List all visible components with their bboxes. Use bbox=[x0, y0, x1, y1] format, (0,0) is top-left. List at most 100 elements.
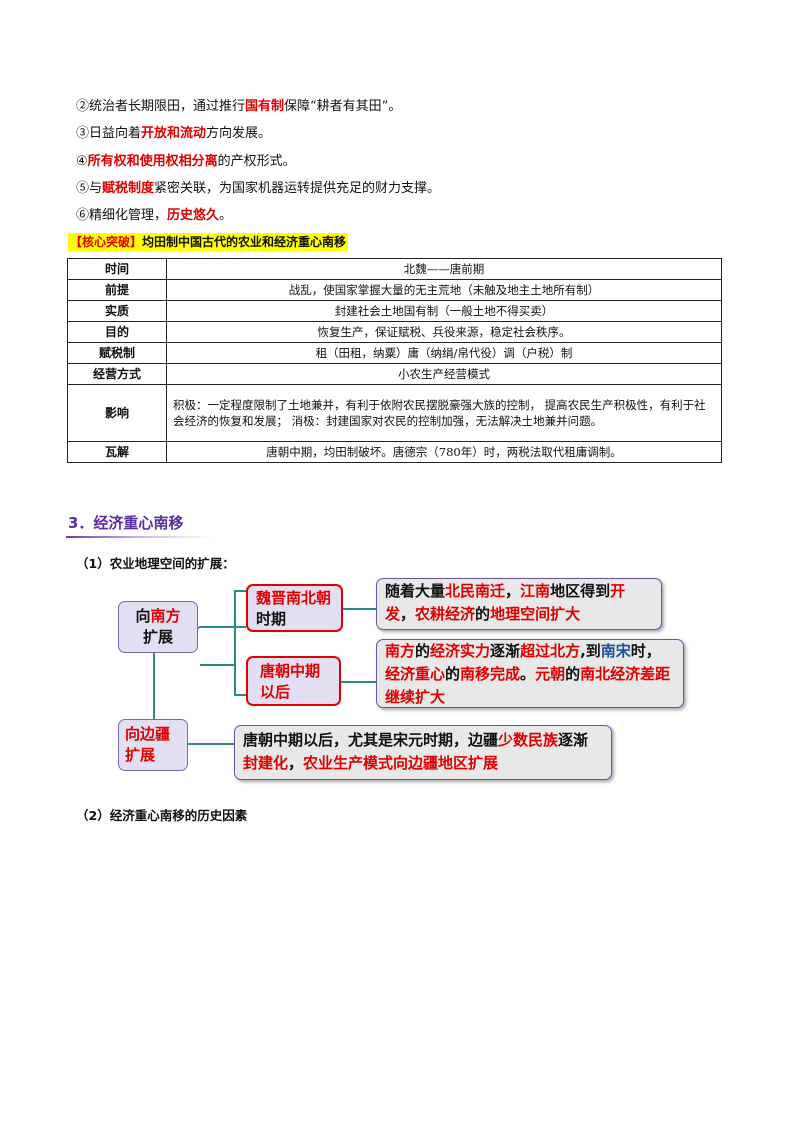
text-run: 随着大量 bbox=[385, 582, 446, 600]
row-value: 唐朝中期，均田制破坏。唐德宗（780年）时，两税法取代租庸调制。 bbox=[166, 441, 722, 463]
text-run: 。 bbox=[520, 665, 536, 683]
text-run: 地区得到 bbox=[550, 582, 611, 600]
connector bbox=[341, 681, 376, 683]
row-value: 小农生产经营模式 bbox=[166, 363, 722, 385]
section-3-underline bbox=[66, 536, 214, 538]
table-row: 瓦解唐朝中期，均田制破坏。唐德宗（780年）时，两税法取代租庸调制。 bbox=[67, 441, 722, 463]
text-run: 的 bbox=[565, 665, 581, 683]
connector bbox=[234, 590, 246, 592]
intro-line-6: ⑥精细化管理，历史悠久。 bbox=[76, 207, 232, 225]
row-key: 经营方式 bbox=[67, 363, 167, 385]
highlight-text: 南方 bbox=[150, 607, 181, 625]
text-run: 保障“耕者有其田”。 bbox=[284, 99, 402, 114]
row-value: 积极：一定程度限制了土地兼并，有利于依附农民摆脱豪强大族的控制， 提高农民生产积… bbox=[166, 384, 722, 442]
highlight-text: 所有权和使用权相分离 bbox=[87, 154, 218, 169]
table-row: 实质封建社会土地国有制（一般土地不得买卖） bbox=[67, 300, 722, 322]
highlight-text: 唐朝中期以后 bbox=[260, 662, 321, 701]
highlight-text: 经济重心 bbox=[385, 665, 446, 683]
highlight-text: 封建化 bbox=[243, 754, 289, 772]
tang-period-box: 唐朝中期以后 bbox=[246, 656, 341, 706]
text-run: ， bbox=[505, 582, 521, 600]
text-run: 的 bbox=[415, 642, 431, 660]
subsection-1-title: （1）农业地理空间的扩展： bbox=[76, 556, 235, 571]
connector bbox=[234, 694, 246, 696]
highlight-text: 地理空间扩大 bbox=[490, 605, 581, 623]
text-run: 的 bbox=[475, 605, 491, 623]
row-key: 时间 bbox=[67, 258, 167, 280]
text-run: 时期 bbox=[256, 610, 287, 628]
highlight-text: 向边疆扩展 bbox=[125, 725, 171, 764]
weijin-description-text: 随着大量北民南迁，江南地区得到开发，农耕经济的地理空间扩大 bbox=[385, 580, 653, 626]
text-run: 的产权形式。 bbox=[217, 154, 296, 169]
intro-line-2: ②统治者长期限田，通过推行国有制保障“耕者有其田”。 bbox=[76, 98, 401, 116]
row-value: 恢复生产，保证赋税、兵役来源，稳定社会秩序。 bbox=[166, 321, 722, 343]
highlight-text: 江南 bbox=[520, 582, 551, 600]
text-run: 的 bbox=[445, 665, 461, 683]
table-row: 赋税制租（田租，纳粟）庸（纳绢/帛代役）调（户税）制 bbox=[67, 342, 722, 364]
text-run: 逐渐 bbox=[490, 642, 521, 660]
weijin-period-label: 魏晋南北朝时期 bbox=[256, 588, 335, 630]
text-run: ,到 bbox=[580, 642, 601, 660]
frontier-expansion-label: 向边疆扩展 bbox=[125, 724, 181, 766]
text-run: ④ bbox=[76, 154, 88, 169]
highlight-text: 超过北方 bbox=[520, 642, 581, 660]
highlight-text: 农业生产模式向边疆地区扩展 bbox=[303, 754, 499, 772]
text-run: 紧密关联，为国家机器运转提供充足的财力支撑。 bbox=[154, 181, 441, 196]
section-3-title: 3．经济重心南移 bbox=[68, 514, 184, 532]
text-run: ⑤与 bbox=[76, 181, 103, 196]
text-run: ⑥精细化管理， bbox=[76, 208, 168, 223]
table-row: 影响积极：一定程度限制了土地兼并，有利于依附农民摆脱豪强大族的控制， 提高农民生… bbox=[67, 384, 722, 442]
text-run: 时， bbox=[630, 642, 661, 660]
connector bbox=[200, 664, 235, 666]
core-breakthrough-heading: 【核心突破】均田制中国古代的农业和经济重心南移 bbox=[68, 233, 349, 251]
connector bbox=[234, 590, 236, 694]
row-key: 实质 bbox=[67, 300, 167, 322]
highlight-text: 赋税制度 bbox=[102, 181, 155, 196]
row-value: 战乱，使国家掌握大量的无主荒地（未触及地主土地所有制） bbox=[166, 279, 722, 301]
row-key: 前提 bbox=[67, 279, 167, 301]
equal-field-system-table: 时间北魏——唐前期 前提战乱，使国家掌握大量的无主荒地（未触及地主土地所有制） … bbox=[67, 258, 722, 463]
south-expansion-box: 向南方扩展 bbox=[118, 601, 198, 653]
row-value: 封建社会土地国有制（一般土地不得买卖） bbox=[166, 300, 722, 322]
text-run: 。 bbox=[219, 208, 233, 223]
text-run: 向 bbox=[135, 607, 151, 625]
connector bbox=[153, 653, 155, 720]
frontier-description-text: 唐朝中期以后，尤其是宋元时期，边疆少数民族逐渐封建化，农业生产模式向边疆地区扩展 bbox=[243, 729, 603, 775]
highlight-text: 南方 bbox=[385, 642, 416, 660]
core-heading-bracket-label: 【核心突破】 bbox=[70, 235, 143, 249]
frontier-description-box: 唐朝中期以后，尤其是宋元时期，边疆少数民族逐渐封建化，农业生产模式向边疆地区扩展 bbox=[234, 725, 612, 780]
text-run: 方向发展。 bbox=[206, 126, 272, 141]
tang-description-text: 南方的经济实力逐渐超过北方,到南宋时，经济重心的南移完成。元朝的南北经济差距继续… bbox=[385, 640, 675, 709]
text-run: 扩展 bbox=[142, 628, 173, 646]
tang-description-box: 南方的经济实力逐渐超过北方,到南宋时，经济重心的南移完成。元朝的南北经济差距继续… bbox=[376, 639, 684, 708]
table-row: 前提战乱，使国家掌握大量的无主荒地（未触及地主土地所有制） bbox=[67, 279, 722, 301]
row-key: 目的 bbox=[67, 321, 167, 343]
text-run: ③日益向着 bbox=[76, 126, 142, 141]
highlight-text: 农耕经济 bbox=[415, 605, 476, 623]
table-row: 目的恢复生产，保证赋税、兵役来源，稳定社会秩序。 bbox=[67, 321, 722, 343]
highlight-text: 南移完成 bbox=[460, 665, 521, 683]
row-key: 赋税制 bbox=[67, 342, 167, 364]
weijin-description-box: 随着大量北民南迁，江南地区得到开发，农耕经济的地理空间扩大 bbox=[376, 578, 662, 630]
highlight-text: 开发 bbox=[385, 582, 626, 623]
connector bbox=[188, 743, 234, 745]
highlight-text: 少数民族 bbox=[498, 731, 559, 749]
highlight-text: 南北经济差距继续扩大 bbox=[385, 665, 671, 706]
subsection-2-title: （2）经济重心南移的历史因素 bbox=[76, 808, 248, 823]
tang-period-label: 唐朝中期以后 bbox=[260, 661, 320, 703]
row-key: 影响 bbox=[67, 384, 167, 442]
text-run: 逐渐 bbox=[558, 731, 589, 749]
highlight-text: 开放和流动 bbox=[141, 126, 207, 141]
intro-line-5: ⑤与赋税制度紧密关联，为国家机器运转提供充足的财力支撑。 bbox=[76, 180, 440, 198]
text-run: 唐朝中期以后，尤其是宋元时期，边疆 bbox=[243, 731, 499, 749]
connector bbox=[197, 627, 199, 629]
table-row: 时间北魏——唐前期 bbox=[67, 258, 722, 280]
row-key: 瓦解 bbox=[67, 441, 167, 463]
south-expansion-label: 向南方扩展 bbox=[135, 606, 181, 648]
row-value: 租（田租，纳粟）庸（纳绢/帛代役）调（户税）制 bbox=[166, 342, 722, 364]
table-row: 经营方式小农生产经营模式 bbox=[67, 363, 722, 385]
text-run: ， bbox=[400, 605, 416, 623]
connector bbox=[199, 626, 246, 628]
highlight-text: 历史悠久 bbox=[167, 208, 220, 223]
highlight-text: 魏晋南北朝 bbox=[256, 589, 332, 607]
